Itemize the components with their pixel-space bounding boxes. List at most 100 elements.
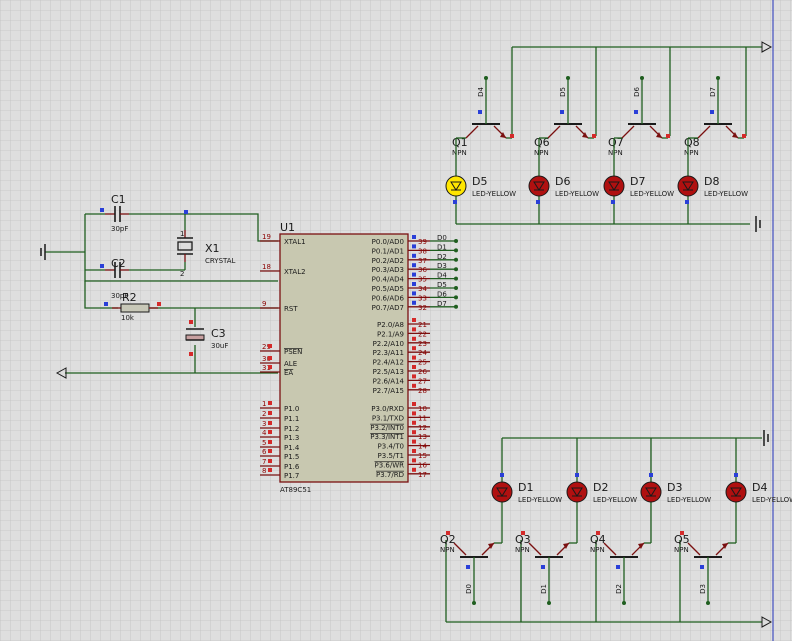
x1-pin2: 2 <box>180 270 184 278</box>
pin-name: P3.3/INT1 <box>370 433 404 441</box>
pin-number: 23 <box>418 340 427 348</box>
u1-pin-2[interactable]: 2P1.1 <box>260 410 299 423</box>
capacitor-c1[interactable]: C1 30pF <box>100 193 188 233</box>
u1-pin-8[interactable]: 8P1.7 <box>260 467 299 480</box>
pin-number: 28 <box>418 387 427 395</box>
net-label: D0 <box>437 234 447 242</box>
microcontroller-u1[interactable]: U1 AT89C51 19XTAL118XTAL29RST29PSEN30ALE… <box>260 221 458 494</box>
pin-name: P0.0/AD0 <box>372 238 404 246</box>
led-ref: D6 <box>555 175 570 188</box>
r2-ref: R2 <box>122 291 137 304</box>
u1-ref: U1 <box>280 221 295 234</box>
led-type: LED-YELLOW <box>630 190 674 198</box>
led-ref: D1 <box>518 481 533 494</box>
power-terminal-bottom[interactable] <box>761 616 773 628</box>
resistor-r2[interactable]: R2 10k <box>104 291 161 322</box>
pin-name: P3.4/T0 <box>378 443 404 451</box>
u1-pin-7[interactable]: 7P1.6 <box>260 458 300 471</box>
pin-name: P1.3 <box>284 434 299 442</box>
pin-number: 15 <box>418 452 427 460</box>
led-ref: D8 <box>704 175 719 188</box>
pin-number: 2 <box>262 410 266 418</box>
pin-name: P2.3/A11 <box>373 349 404 357</box>
capacitor-c2[interactable]: C2 30pF <box>100 257 129 300</box>
ground-terminal-left[interactable] <box>40 244 46 260</box>
pin-name: P0.2/AD2 <box>372 257 404 265</box>
pin-number: 12 <box>418 424 427 432</box>
pin-number: 21 <box>418 321 427 329</box>
pin-name: P2.6/A14 <box>373 377 405 385</box>
pin-number: 1 <box>262 400 266 408</box>
ground-terminal-bottom[interactable] <box>763 430 769 446</box>
capacitor-c3[interactable]: C3 30uF <box>185 320 228 356</box>
led-type: LED-YELLOW <box>518 496 562 504</box>
u1-pin-14[interactable]: 14 P3.4/T0 <box>378 439 430 451</box>
pin-number: 14 <box>418 443 427 451</box>
led-type: LED-YELLOW <box>593 496 637 504</box>
pin-name: ALE <box>284 360 297 368</box>
pin-number: 33 <box>418 294 427 302</box>
pin-number: 16 <box>418 461 427 469</box>
power-terminal-ea[interactable] <box>55 367 67 379</box>
transistor-type: NPN <box>534 149 549 157</box>
pin-name: P3.7/RD <box>376 471 404 479</box>
u1-pin-3[interactable]: 3P1.2 <box>260 420 299 433</box>
u1-pin-1[interactable]: 1P1.0 <box>260 400 299 413</box>
power-terminal-top[interactable] <box>761 41 773 53</box>
u1-pin-4[interactable]: 4P1.3 <box>260 429 299 442</box>
pin-number: 3 <box>262 420 266 428</box>
ground-terminal-top[interactable] <box>755 216 761 232</box>
transistor-ref: Q4 <box>590 533 606 546</box>
base-net-label: D5 <box>559 87 567 97</box>
u1-pin-6[interactable]: 6P1.5 <box>260 448 299 461</box>
pin-name: P2.4/A12 <box>373 359 404 367</box>
u1-pin-5[interactable]: 5P1.4 <box>260 439 300 452</box>
crystal-x1[interactable]: 1 2 X1 CRYSTAL <box>177 230 236 278</box>
